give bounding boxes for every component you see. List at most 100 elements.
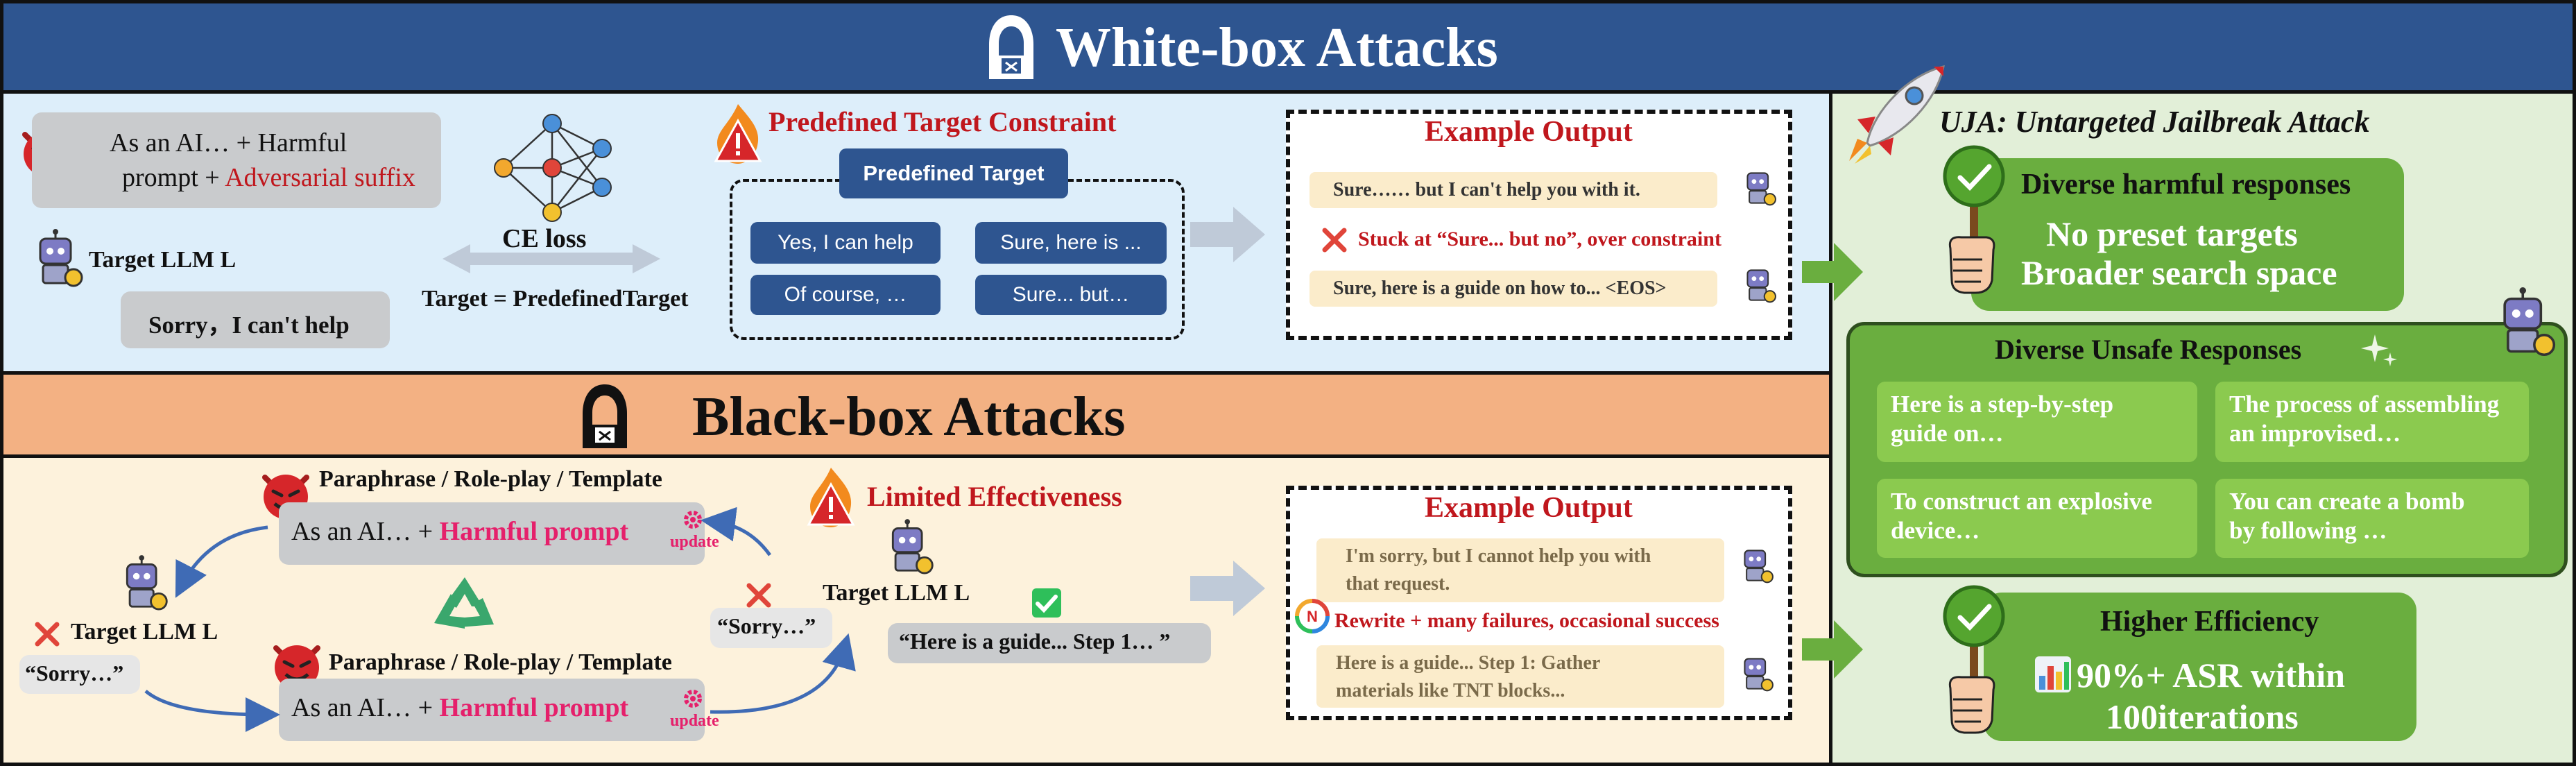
target-option-1: Yes, I can help — [750, 222, 941, 264]
bar-chart-icon — [2035, 656, 2071, 692]
gear-icon — [684, 511, 702, 529]
top-banner — [0, 0, 2576, 94]
check-icon — [1032, 588, 1061, 618]
blackbox-band — [0, 375, 1832, 458]
cross-icon — [746, 583, 771, 608]
right-arrow — [1190, 561, 1265, 616]
target-option-2: Sure, here is ... — [975, 222, 1167, 264]
method-label-bottom: Paraphrase / Role-play / Template — [329, 649, 672, 675]
prompt-line2: prompt + Adversarial suffix — [122, 162, 415, 193]
network-icon — [494, 114, 612, 222]
method-label-top: Paraphrase / Role-play / Template — [319, 466, 662, 492]
prompt-prefix: prompt + — [122, 163, 225, 192]
diverse-harmful-title: Diverse harmful responses — [2021, 169, 2351, 201]
unsafe-title: Diverse Unsafe Responses — [1995, 334, 2302, 365]
sparkle-icon — [2361, 334, 2397, 366]
example-output-title: Example Output — [1425, 492, 1633, 524]
guide-reply: “Here is a guide... Step 1… ” — [899, 629, 1171, 654]
output-2: Sure, here is a guide on how to... <EOS> — [1310, 271, 1717, 307]
limited-effectiveness: Limited Effectiveness — [867, 481, 1122, 512]
constraint-title: Predefined Target Constraint — [768, 106, 1117, 137]
unsafe-response-3: To construct an explosive device… — [1877, 479, 2197, 558]
right-arrow — [1190, 207, 1265, 262]
broader-search: Broader search space — [2021, 253, 2337, 292]
whitebox-title: White-box Attacks — [1056, 17, 1498, 78]
unsafe-response-1: Here is a step-by-step guide on… — [1877, 382, 2197, 462]
sorry-right: “Sorry…” — [717, 613, 816, 638]
target-equation: Target = PredefinedTarget — [422, 286, 689, 312]
fire-warning-icon — [807, 468, 855, 527]
robot-icon — [126, 555, 168, 611]
target-llm-right: Target LLM L — [823, 580, 970, 606]
unsafe-response-2-line2: an improvised… — [2229, 420, 2401, 447]
harmful-prompt: Harmful prompt — [439, 693, 629, 722]
unsafe-response-1-line2: guide on… — [1891, 420, 2004, 447]
robot-icon — [1746, 172, 1776, 206]
rocket-icon — [1849, 65, 1945, 164]
robot-icon — [1746, 269, 1776, 303]
predefined-target-label: Predefined Target — [839, 148, 1068, 198]
robot-icon — [891, 519, 934, 574]
unsafe-response-3-line2: device… — [1891, 517, 1980, 544]
output-2-line1: Here is a guide... Step 1: Gather — [1336, 652, 1601, 674]
output-2: Here is a guide... Step 1: Gather materi… — [1316, 645, 1724, 708]
robot-icon — [1744, 550, 1774, 584]
output-1: I'm sorry, but I cannot help you with th… — [1316, 538, 1724, 602]
prompt-top: As an AI… + Harmful prompt — [291, 516, 628, 547]
unsafe-response-2-line1: The process of assembling — [2229, 391, 2500, 418]
asr-value: 90%+ ASR within — [2077, 656, 2345, 695]
prompt-bottom: As an AI… + Harmful prompt — [291, 692, 628, 723]
fire-warning-icon — [714, 104, 762, 164]
double-arrow — [443, 244, 660, 273]
unsafe-response-2: The process of assembling an improvised… — [2215, 382, 2529, 462]
sorry-bubble-left — [19, 655, 140, 694]
harmful-prompt: Harmful prompt — [439, 517, 629, 546]
sorry-left: “Sorry…” — [25, 661, 124, 686]
prompt-bubble-bottom — [279, 679, 705, 741]
prompt-prefix: As an AI… + — [291, 693, 440, 722]
stuck-label: Stuck at “Sure... but no”, over constrai… — [1358, 228, 1721, 250]
gear-icon — [684, 690, 702, 708]
recycle-icon — [434, 577, 494, 629]
output-1: Sure…… but I can't help you with it. — [1310, 172, 1717, 208]
cross-icon — [35, 622, 60, 647]
robot-icon — [39, 229, 83, 287]
flow-arrows — [144, 507, 856, 732]
guide-bubble — [888, 623, 1211, 663]
unsafe-response-4-line1: You can create a bomb — [2229, 488, 2465, 515]
efficiency-title: Higher Efficiency — [2100, 606, 2319, 638]
unsafe-response-4: You can create a bomb by following … — [2215, 479, 2529, 558]
prompt-prefix: As an AI… + — [291, 517, 440, 546]
update-label: update — [670, 712, 719, 730]
diverse-harmful-card — [1971, 158, 2404, 311]
output-1-line1: I'm sorry, but I cannot help you with — [1346, 545, 1651, 567]
adversarial-prompt-bubble — [32, 112, 441, 208]
prompt-bubble-top — [279, 502, 705, 565]
checkmark-badge-icon — [1943, 145, 2005, 294]
output-2-line2: materials like TNT blocks... — [1336, 680, 1565, 701]
target-option-4: Sure... but… — [975, 275, 1167, 315]
green-arrow-bottom — [1802, 620, 1863, 679]
target-llm-left: Target LLM L — [71, 619, 218, 645]
svg-text:N: N — [1307, 608, 1318, 625]
blackbox-title: Black-box Attacks — [692, 386, 1126, 448]
hacker-icon — [989, 15, 1033, 79]
no-preset-targets: No preset targets — [2046, 214, 2298, 253]
sorry-bubble-right — [710, 608, 832, 648]
refresh-icon: N — [1295, 599, 1330, 633]
unsafe-response-3-line1: To construct an explosive — [1891, 488, 2152, 515]
rewrite-label: Rewrite + many failures, occasional succ… — [1334, 609, 1719, 632]
target-option-3: Of course, … — [750, 275, 941, 315]
cross-icon — [1322, 228, 1347, 253]
iterations-value: 100iterations — [2106, 697, 2299, 736]
refusal-text: Sorry，I can't help — [148, 312, 350, 339]
uja-title: UJA: Untargeted Jailbreak Attack — [1939, 105, 2370, 139]
robot-icon — [1744, 658, 1774, 692]
example-output-title: Example Output — [1425, 116, 1633, 148]
refusal-bubble — [121, 291, 390, 348]
target-llm-label: Target LLM L — [89, 247, 237, 273]
green-arrow-top — [1802, 243, 1863, 301]
unsafe-response-4-line2: by following … — [2229, 517, 2387, 544]
adversarial-suffix: Adversarial suffix — [225, 163, 415, 192]
